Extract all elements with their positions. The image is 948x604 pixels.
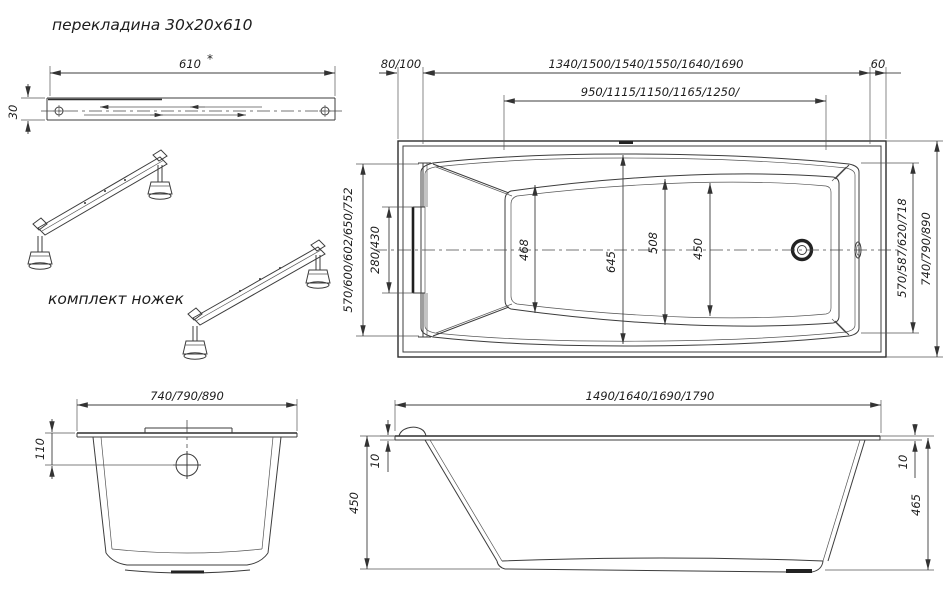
- dim-overflow-drop: 110: [33, 438, 47, 460]
- end-view: 740/790/890 110: [33, 389, 298, 574]
- crossbar-view: 610 * 30: [6, 52, 342, 134]
- dim-height-right: 465: [909, 494, 923, 516]
- dim-rim-right: 10: [896, 455, 910, 470]
- crossbar-height-dim: 30: [6, 105, 20, 120]
- legs-view: комплект ножек: [27, 149, 331, 360]
- dim-overall-width: 740/790/890: [919, 212, 933, 286]
- dim-floor-head-width: 468: [517, 239, 531, 261]
- dim-end-width: 740/790/890: [150, 389, 224, 403]
- dim-inner-length: 950/1115/1150/1165/1250/: [581, 85, 741, 99]
- overflow-mark-icon: [173, 451, 201, 479]
- legs-caption: комплект ножек: [48, 290, 185, 308]
- side-view: 1490/1640/1690/1790 10 10 450 465: [347, 389, 934, 573]
- dim-height-left: 450: [347, 492, 361, 514]
- drawing-title: перекладина 30х20х610: [52, 16, 253, 34]
- dim-bracket-span: 280/430: [368, 226, 382, 274]
- dim-opening-head-width: 570/600/602/650/752: [341, 187, 355, 312]
- dim-offset-left: 80/100: [381, 57, 421, 71]
- dim-floor-center-width: 508: [646, 232, 660, 254]
- crossbar-length-star: *: [207, 52, 213, 66]
- dim-opening-center-width: 645: [604, 251, 618, 273]
- dim-side-length: 1490/1640/1690/1790: [586, 389, 715, 403]
- dim-offset-right: 60: [871, 57, 886, 71]
- head-bracket: [411, 162, 431, 338]
- crossbar-length-dim: 610: [179, 57, 201, 71]
- dim-length-options: 1340/1500/1540/1550/1640/1690: [549, 57, 744, 71]
- dim-opening-drain-width: 570/587/620/718: [895, 198, 909, 297]
- dim-rim-left: 10: [368, 454, 382, 469]
- dim-floor-drain-width: 450: [691, 238, 705, 260]
- plan-view: 80/100 1340/1500/1540/1550/1640/1690 60 …: [341, 57, 943, 358]
